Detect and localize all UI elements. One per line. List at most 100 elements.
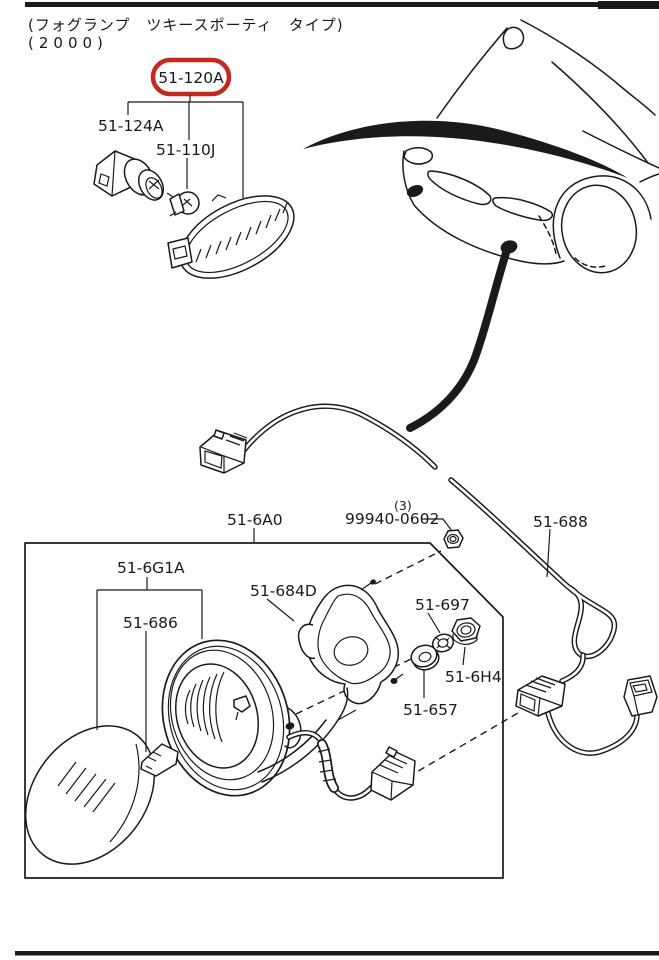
bracket-kit-leader — [96, 577, 203, 730]
lens-mount-tab — [167, 237, 193, 269]
hex-nut-hole — [460, 625, 472, 635]
cover-drawing — [297, 579, 404, 705]
connector-left-detail — [200, 432, 248, 473]
screw-nut-hex — [443, 529, 464, 549]
label-fog-lamp-assy: 51-6A0 — [227, 511, 283, 529]
glass-lens-outline — [24, 725, 156, 865]
cover-leader — [266, 598, 295, 622]
cover-lower-stud-line — [395, 673, 404, 680]
label-spring-washer: 51-697 — [415, 596, 470, 614]
fog-lamp-reflector-hatching — [184, 671, 225, 743]
car-roof-line — [520, 19, 656, 116]
harness-wire-loop-inner — [449, 478, 616, 658]
fog-lamp-unit-drawing — [161, 639, 357, 797]
socket-contact-cross — [148, 179, 160, 190]
car-side-marker-location-dot — [406, 184, 424, 198]
washer-stack — [410, 617, 481, 671]
fog-lamp-back-housing — [284, 707, 302, 749]
car-mirror — [502, 26, 525, 50]
hex-nut-side — [452, 634, 478, 645]
top-border-bar-end — [598, 1, 659, 9]
glass-lens-edge — [109, 743, 140, 843]
lens-hatching — [195, 202, 288, 263]
screw-nut-drawing — [443, 529, 464, 549]
label-socket: 51-124A — [98, 117, 164, 135]
fog-lamp-bulb-detail — [233, 695, 251, 713]
bulb-filament — [182, 198, 193, 207]
flat-washer-hole — [418, 651, 432, 663]
cover-lower-stud — [390, 678, 398, 684]
fog-lamp-ring-mid — [167, 645, 285, 791]
car-fender-arch — [552, 175, 652, 259]
parts-box — [24, 542, 504, 879]
pigtail-boot-ribs — [317, 748, 337, 782]
car-bumper-crease — [538, 215, 557, 255]
harness-wire-arc-inner — [242, 405, 437, 469]
diagram-model-year: (2000) — [28, 34, 108, 52]
label-clip: 51-686 — [123, 614, 178, 632]
harness-connector-b — [623, 675, 658, 717]
cover-hole — [333, 636, 369, 666]
car-hood-gap-line — [582, 130, 659, 169]
harness-drawing — [199, 403, 658, 756]
connector-b-body — [623, 675, 658, 717]
lens-top-tab — [211, 194, 227, 202]
car-cowl-line — [551, 61, 649, 164]
side-marker-bracket-lines — [127, 95, 244, 198]
fog-lamp-mount-bolt — [285, 722, 295, 730]
cover-top-stud-tip — [370, 579, 376, 585]
spring-washer-hole — [437, 638, 449, 648]
fog-lamp-pointer-stroke — [406, 249, 510, 432]
label-screw-qty: (3) — [394, 498, 412, 513]
car-corner-lamp — [403, 147, 434, 165]
harness-connector-a — [515, 675, 566, 717]
label-side-marker-assy: 51-120A — [158, 69, 224, 87]
harness-wire-tail-inner — [560, 653, 585, 683]
spring-washer-marks — [434, 636, 451, 649]
bottom-border-bar — [15, 951, 659, 956]
label-cover: 51-684D — [250, 582, 317, 600]
dashed-axis-cover-to-screw — [374, 550, 442, 585]
fog-lamp-arm-inner — [257, 719, 327, 773]
label-bracket-kit: 51-6G1A — [117, 559, 185, 577]
screw-nut-rim — [446, 533, 460, 545]
top-border-bar — [25, 2, 659, 7]
pigtail-connector — [370, 750, 416, 801]
connector-a-detail — [517, 677, 563, 717]
screw-nut-hole — [449, 535, 457, 543]
swoosh-arrow — [303, 120, 628, 178]
glass-lens-hatching — [57, 761, 116, 813]
nut-leader — [462, 646, 466, 666]
label-bulb: 51-110J — [156, 141, 215, 159]
connector-a-body — [515, 675, 566, 717]
lens-outer — [179, 195, 295, 279]
bulb-drawing — [166, 191, 200, 217]
pigtail-connector-tab — [385, 746, 398, 758]
bulb-socket-drawing — [93, 150, 165, 201]
connector-b-detail — [629, 679, 653, 715]
car-front-sketch — [402, 19, 659, 274]
fog-lamp-lens-opening — [174, 663, 260, 769]
fog-lamp-arm-foot — [337, 709, 357, 721]
cover-top-stud — [360, 582, 372, 591]
fog-lamp-arm-outer — [261, 687, 349, 783]
car-wheel — [560, 184, 638, 274]
car-tire-shadow — [574, 257, 606, 268]
fog-lamp-pigtail — [286, 730, 416, 801]
harness-wire-u-inner — [546, 711, 639, 755]
bulb-base — [169, 193, 185, 216]
socket-barrel — [137, 169, 165, 201]
harness-connector-left — [199, 429, 248, 474]
harness-leader — [546, 528, 551, 578]
diagram-title-japanese: (フォグランプ ツキースポーティ タイプ) — [28, 16, 344, 34]
label-nut: 51-6H4 — [445, 668, 502, 686]
cover-inner-rim — [317, 593, 391, 685]
side-marker-assembly: 51-120A 51-124A 51-110J — [93, 57, 295, 279]
fog-lamp-bulb-wire — [235, 711, 239, 721]
car-fender-top-line — [639, 173, 659, 183]
dashed-axis-connector — [407, 712, 519, 778]
bulb-prongs — [166, 192, 177, 217]
clip-drawing — [140, 743, 179, 777]
